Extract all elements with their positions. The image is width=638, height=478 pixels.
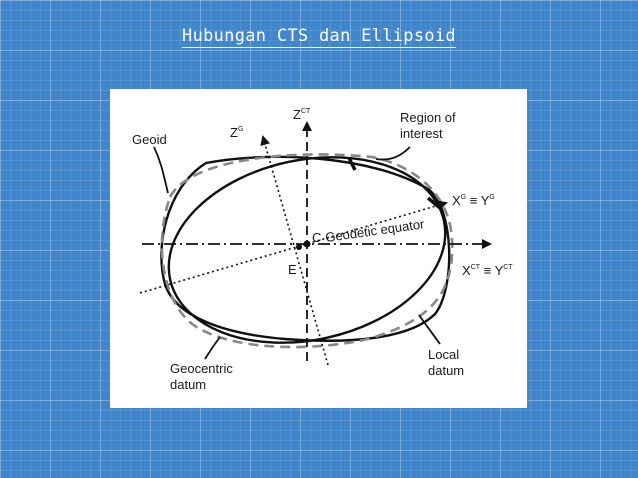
local-label-line2: datum — [428, 363, 464, 378]
z-ct-label: ZCT — [293, 107, 311, 122]
center-point-c — [303, 240, 311, 248]
region-tick-right — [426, 196, 442, 210]
slide-title-text: Hubungan CTS dan Ellipsoid — [182, 26, 456, 48]
xg-yg-label: XG ≡ YG — [452, 193, 495, 208]
local-leader — [418, 314, 441, 345]
geocentric-leader — [204, 336, 221, 360]
geoid-label: Geoid — [132, 132, 167, 147]
region-label-line1: Region of — [400, 110, 456, 125]
x-g-axis — [139, 200, 448, 294]
slide-title: Hubungan CTS dan Ellipsoid — [0, 26, 638, 48]
geocentric-ellipsoid — [167, 156, 447, 344]
geoid-leader — [153, 146, 169, 194]
local-datum-ellipsoid — [160, 155, 451, 342]
center-point-e — [296, 244, 302, 250]
datum-diagram: Geoid Region of interest Geocentric datu… — [132, 107, 513, 392]
local-label-line1: Local — [428, 347, 459, 362]
region-tick-left — [347, 157, 357, 171]
geocentric-label-line1: Geocentric — [170, 361, 233, 376]
geoid-curve — [160, 153, 454, 349]
geodetic-equator-label: Geodetic equator — [324, 216, 426, 245]
region-leader — [375, 146, 411, 161]
center-c-label: C — [312, 230, 321, 245]
z-g-axis — [260, 135, 329, 366]
geocentric-label-line2: datum — [170, 377, 206, 392]
center-e-label: E — [288, 262, 297, 277]
datum-figure: Geoid Region of interest Geocentric datu… — [110, 89, 527, 408]
region-label-line2: interest — [400, 126, 443, 141]
xct-yct-label: XCT ≡ YCT — [462, 263, 513, 278]
z-g-label: ZG — [230, 125, 243, 140]
